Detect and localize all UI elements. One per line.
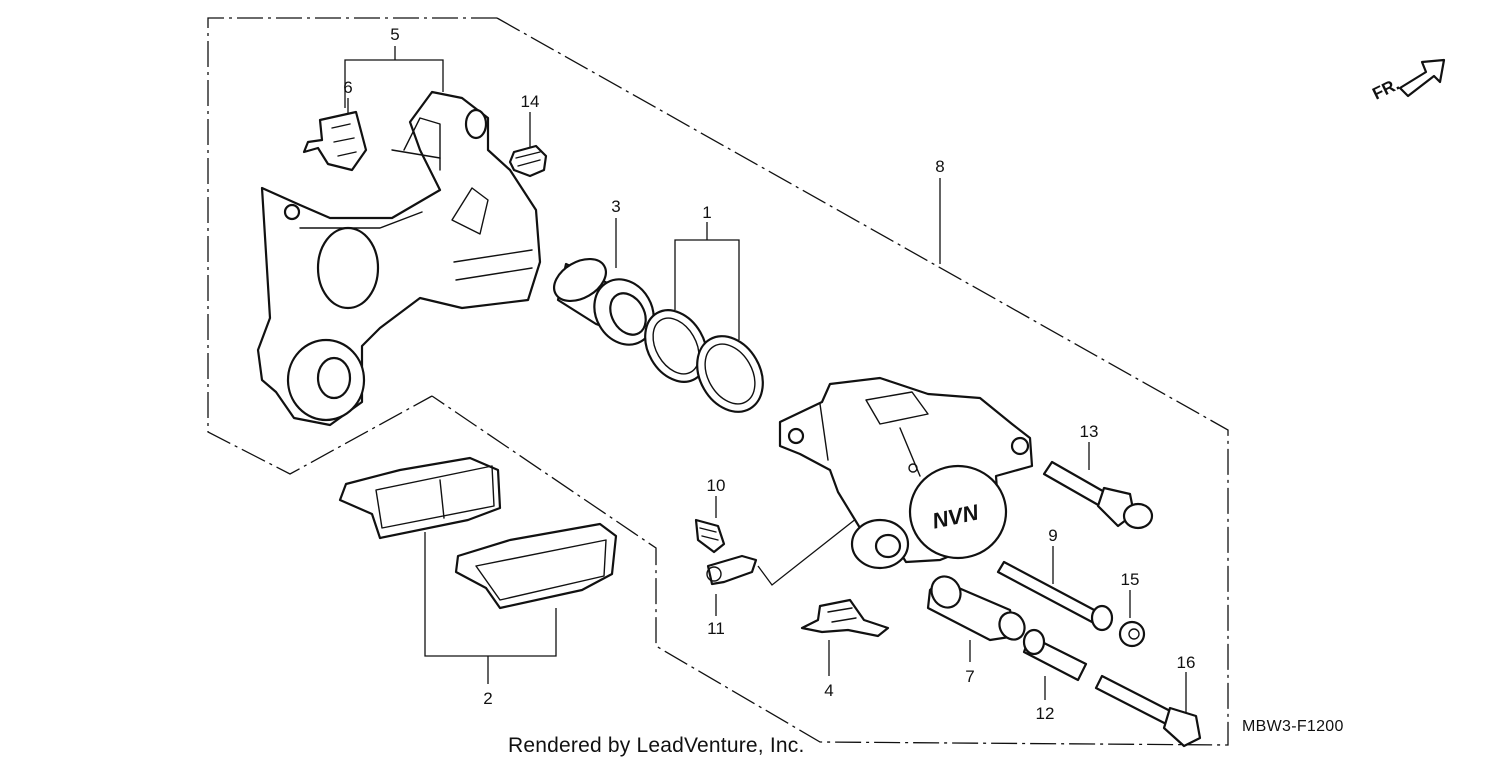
callout-2: 2 (483, 689, 492, 708)
callout-4: 4 (824, 681, 833, 700)
callout-8: 8 (935, 157, 944, 176)
callout-1: 1 (702, 203, 711, 222)
caliper-body: NVN (778, 376, 1034, 570)
callout-12: 12 (1036, 704, 1055, 723)
pin-bolt (1042, 460, 1154, 530)
front-direction-indicator: FR. (1369, 58, 1446, 104)
pad-retainer (800, 598, 890, 638)
sleeve (1022, 628, 1088, 682)
callout-14: 14 (521, 92, 540, 111)
callout-3: 3 (611, 197, 620, 216)
pad-spring (302, 110, 368, 172)
piston (553, 257, 655, 346)
brake-pads (338, 456, 618, 610)
bleeder-cap (508, 144, 548, 178)
callout-5: 5 (390, 25, 399, 44)
caliper-bracket (256, 90, 542, 427)
callout-15: 15 (1121, 570, 1140, 589)
callout-numbers: 5 6 14 3 1 8 13 10 9 15 11 7 4 16 2 12 (343, 25, 1195, 723)
diagram-code: MBW3-F1200 (1242, 718, 1344, 735)
bleeder-valve (706, 554, 758, 586)
callout-11: 11 (707, 619, 725, 638)
callout-7: 7 (965, 667, 974, 686)
callout-16: 16 (1177, 653, 1196, 672)
front-direction-label: FR. (1369, 75, 1402, 104)
bleeder-screw (694, 518, 726, 554)
callout-6: 6 (343, 78, 352, 97)
caliper-bolt (1094, 674, 1202, 748)
render-credit: Rendered by LeadVenture, Inc. (508, 734, 805, 757)
pin-boot (1118, 620, 1146, 648)
callout-10: 10 (707, 476, 726, 495)
callout-13: 13 (1080, 422, 1099, 441)
caliper-group-outline (431, 17, 1229, 746)
callout-9: 9 (1048, 526, 1057, 545)
bracket-group-outline (207, 17, 497, 475)
large-boot (926, 575, 1026, 642)
caliper-pin (996, 560, 1114, 632)
piston-seals (644, 309, 764, 413)
